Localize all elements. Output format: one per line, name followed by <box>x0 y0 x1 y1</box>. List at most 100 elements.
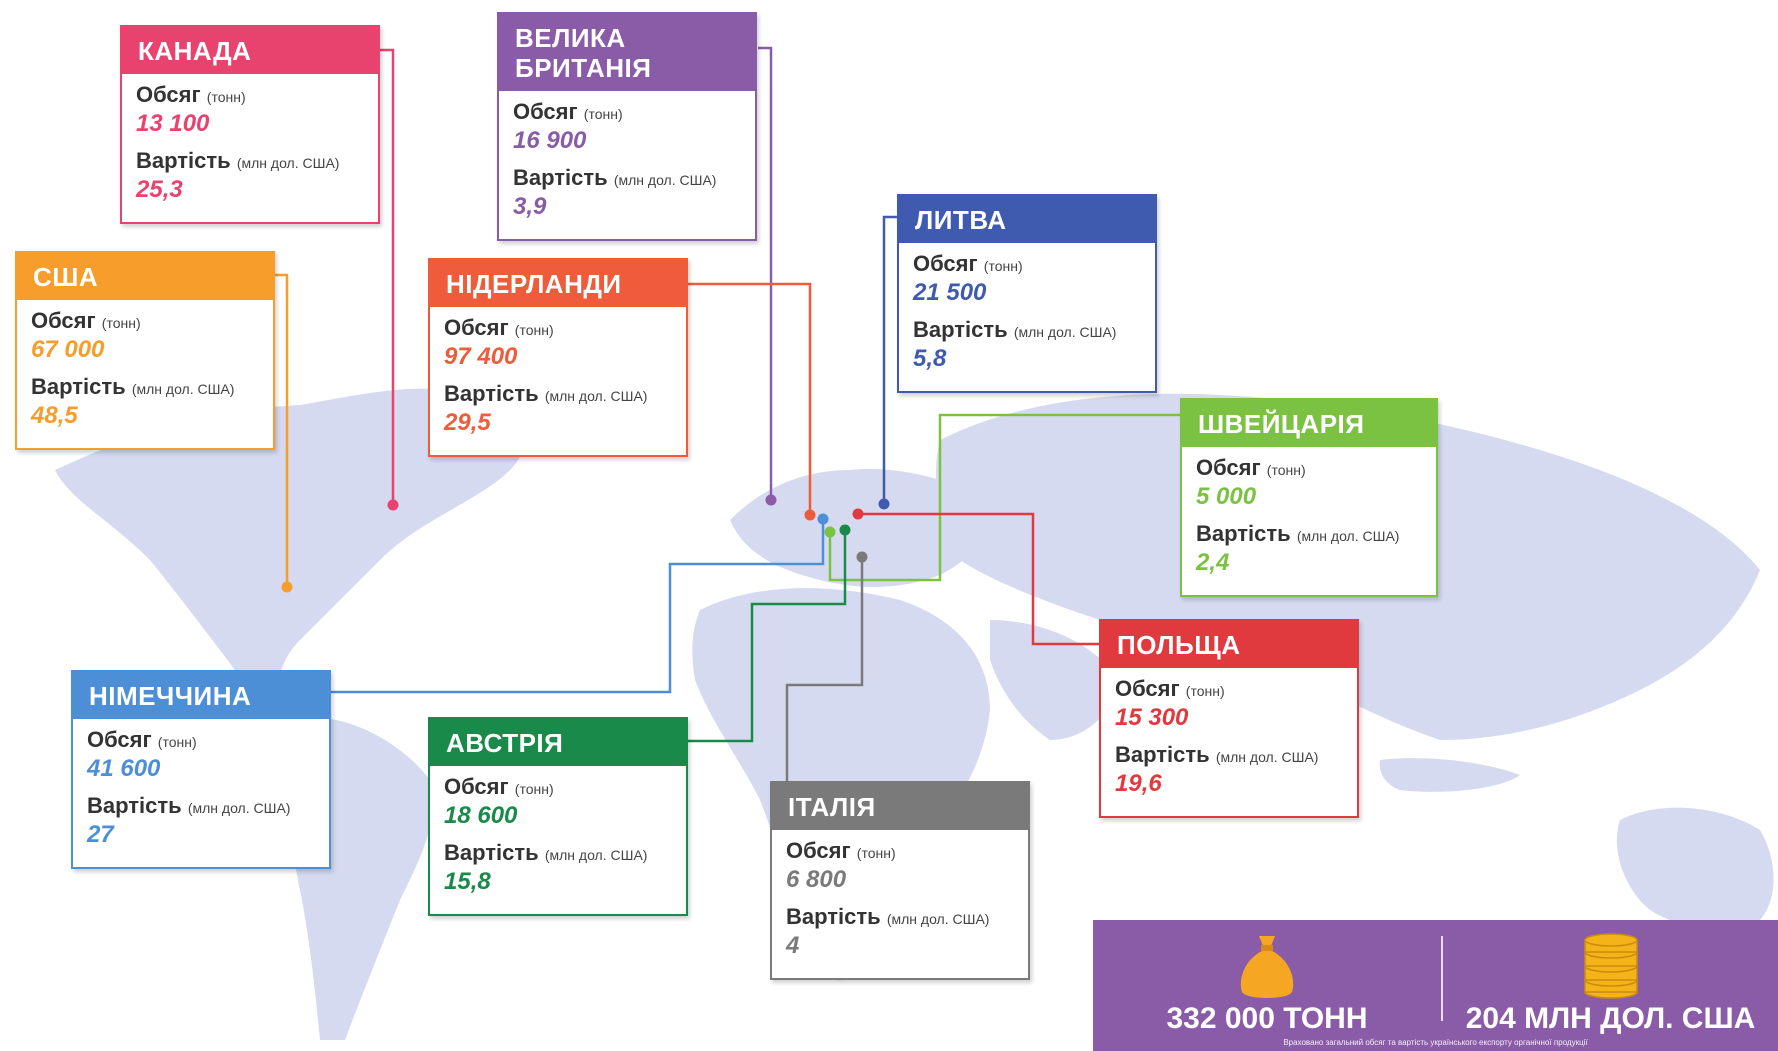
volume-unit: (тонн) <box>206 89 246 105</box>
usa-card: США Обсяг (тонн) 67 000 Вартість (млн до… <box>15 251 275 450</box>
value-label: Вартість <box>87 793 182 818</box>
uk-card: ВЕЛИКА БРИТАНІЯ Обсяг (тонн) 16 900 Варт… <box>497 12 757 241</box>
germany-value: 27 <box>87 821 114 848</box>
austria-card: АВСТРІЯ Обсяг (тонн) 18 600 Вартість (мл… <box>428 717 688 916</box>
value-unit: (млн дол. США) <box>544 847 648 863</box>
volume-unit: (тонн) <box>514 322 554 338</box>
italy-card: ІТАЛІЯ Обсяг (тонн) 6 800 Вартість (млн … <box>770 781 1030 980</box>
lithuania-title: ЛИТВА <box>899 196 1155 243</box>
volume-label: Обсяг <box>1196 455 1261 480</box>
volume-unit: (тонн) <box>101 315 141 331</box>
netherlands-value: 29,5 <box>444 409 491 436</box>
italy-marker <box>856 551 868 563</box>
north-america-shape <box>55 388 525 760</box>
usa-volume: 67 000 <box>31 336 105 363</box>
value-unit: (млн дол. США) <box>1215 749 1319 765</box>
total-volume-block: 332 000 ТОНН <box>1093 930 1441 1036</box>
poland-title: ПОЛЬЩА <box>1101 621 1357 668</box>
value-label: Вартість <box>444 381 539 406</box>
switzerland-value: 2,4 <box>1196 549 1230 576</box>
lithuania-card: ЛИТВА Обсяг (тонн) 21 500 Вартість (млн … <box>897 194 1157 393</box>
canada-card: КАНАДА Обсяг (тонн) 13 100 Вартість (млн… <box>120 25 380 224</box>
switzerland-marker <box>824 526 836 538</box>
volume-label: Обсяг <box>444 315 509 340</box>
volume-unit: (тонн) <box>583 106 623 122</box>
volume-unit: (тонн) <box>1266 462 1306 478</box>
volume-label: Обсяг <box>136 82 201 107</box>
uk-volume: 16 900 <box>513 127 587 154</box>
value-unit: (млн дол. США) <box>613 172 717 188</box>
volume-label: Обсяг <box>913 251 978 276</box>
volume-label: Обсяг <box>1115 676 1180 701</box>
volume-label: Обсяг <box>31 308 96 333</box>
value-label: Вартість <box>136 148 231 173</box>
poland-value: 19,6 <box>1115 770 1162 797</box>
netherlands-title: НІДЕРЛАНДИ <box>430 260 686 307</box>
summary-note: Враховано загальний обсяг та вартість ук… <box>1283 1038 1588 1047</box>
usa-value: 48,5 <box>31 402 78 429</box>
value-unit: (млн дол. США) <box>886 911 990 927</box>
volume-label: Обсяг <box>786 838 851 863</box>
netherlands-marker <box>804 509 816 521</box>
value-unit: (млн дол. США) <box>1296 528 1400 544</box>
volume-unit: (тонн) <box>1185 683 1225 699</box>
value-label: Вартість <box>31 374 126 399</box>
lithuania-value: 5,8 <box>913 345 947 372</box>
value-unit: (млн дол. США) <box>544 388 648 404</box>
total-value-block: 204 МЛН ДОЛ. США <box>1443 930 1778 1036</box>
austria-volume: 18 600 <box>444 802 518 829</box>
coins-stack-icon <box>1583 933 1638 999</box>
germany-title: НІМЕЧЧИНА <box>73 672 329 719</box>
lithuania-volume: 21 500 <box>913 279 987 306</box>
summary-divider <box>1441 936 1443 1021</box>
indonesia-shape <box>1379 758 1520 792</box>
total-value: 204 МЛН ДОЛ. США <box>1465 1002 1756 1035</box>
netherlands-volume: 97 400 <box>444 343 518 370</box>
volume-unit: (тонн) <box>514 781 554 797</box>
value-unit: (млн дол. США) <box>1013 324 1117 340</box>
value-label: Вартість <box>913 317 1008 342</box>
canada-value: 25,3 <box>136 176 183 203</box>
value-unit: (млн дол. США) <box>236 155 340 171</box>
uk-connector <box>758 46 773 500</box>
canada-marker <box>387 499 399 511</box>
switzerland-volume: 5 000 <box>1196 483 1257 510</box>
switzerland-connector <box>828 413 1181 582</box>
usa-title: США <box>17 253 273 300</box>
italy-connector <box>785 557 864 784</box>
poland-volume: 15 300 <box>1115 704 1189 731</box>
usa-marker <box>281 581 293 593</box>
money-bag-icon <box>1240 936 1294 998</box>
usa-connector <box>274 273 289 587</box>
lithuania-marker <box>878 498 890 510</box>
austria-marker <box>839 524 851 536</box>
germany-card: НІМЕЧЧИНА Обсяг (тонн) 41 600 Вартість (… <box>71 670 331 869</box>
uk-value: 3,9 <box>513 193 547 220</box>
australia-shape <box>1616 807 1774 929</box>
summary-banner: 332 000 ТОНН 204 МЛН ДОЛ. США Врахован <box>1093 920 1778 1051</box>
uk-title: ВЕЛИКА БРИТАНІЯ <box>499 14 755 91</box>
value-unit: (млн дол. США) <box>187 800 291 816</box>
value-label: Вартість <box>786 904 881 929</box>
switzerland-card: ШВЕЙЦАРІЯ Обсяг (тонн) 5 000 Вартість (м… <box>1180 398 1438 597</box>
value-label: Вартість <box>444 840 539 865</box>
germany-connector <box>330 519 825 694</box>
austria-value: 15,8 <box>444 868 491 895</box>
total-volume: 332 000 ТОНН <box>1166 1002 1368 1035</box>
volume-label: Обсяг <box>513 99 578 124</box>
country-markers <box>281 494 890 593</box>
value-label: Вартість <box>513 165 608 190</box>
lithuania-connector <box>882 215 897 504</box>
volume-label: Обсяг <box>444 774 509 799</box>
connector-lines <box>274 46 1181 784</box>
italy-value: 4 <box>786 932 800 959</box>
poland-connector <box>858 512 1100 646</box>
value-unit: (млн дол. США) <box>131 381 235 397</box>
volume-label: Обсяг <box>87 727 152 752</box>
austria-title: АВСТРІЯ <box>430 719 686 766</box>
volume-unit: (тонн) <box>856 845 896 861</box>
europe-shape <box>730 469 992 587</box>
canada-volume: 13 100 <box>136 110 210 137</box>
volume-unit: (тонн) <box>983 258 1023 274</box>
